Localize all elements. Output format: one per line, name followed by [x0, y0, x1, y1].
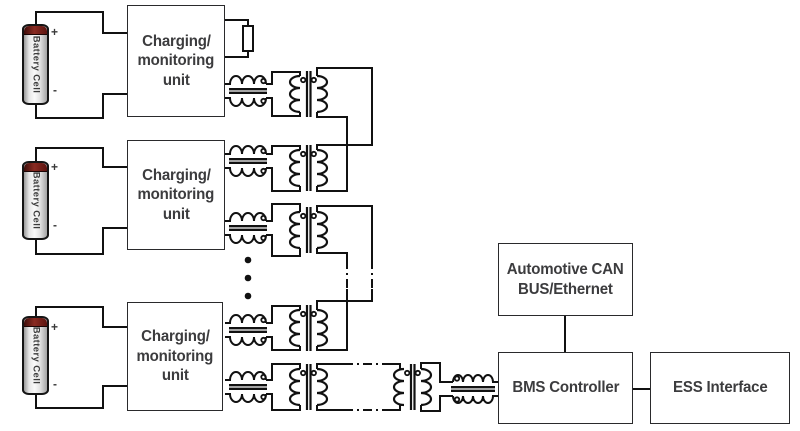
- v-transformer-5: [288, 364, 329, 410]
- charging-unit-line: unit: [161, 367, 189, 385]
- extended-link: [316, 363, 404, 411]
- battery-cap-icon: [24, 318, 47, 327]
- charging-unit-box-2: Charging/ monitoring unit: [127, 140, 225, 250]
- charging-unit-line: unit: [162, 205, 190, 223]
- charging-unit-line: monitoring: [137, 186, 215, 204]
- battery-2-wires: [35, 147, 127, 255]
- bms-controller-label: BMS Controller: [512, 379, 619, 397]
- ess-interface-label: ESS Interface: [672, 379, 768, 397]
- charging-unit-box-1: Charging/ monitoring unit: [127, 5, 225, 117]
- h-transformer-2b: [225, 212, 267, 244]
- h-transformer-2a: [225, 145, 267, 177]
- h-transformer-bms: [451, 374, 498, 404]
- minus-sign-2: -: [53, 218, 57, 232]
- h-transformer-1: [225, 75, 267, 107]
- battery-label-wrap: Battery Cell: [24, 318, 47, 393]
- h-transformer-3a: [225, 314, 267, 346]
- ellipsis-dots: [244, 256, 252, 300]
- can-bus-line: BUS/Ethernet: [518, 280, 613, 298]
- battery-cap-icon: [24, 26, 47, 35]
- v-transformer-4: [288, 305, 329, 351]
- battery-3-wires: [35, 306, 127, 409]
- bms-side-connectors: [420, 362, 453, 412]
- charging-unit-line: unit: [162, 71, 190, 89]
- charging-unit-line: Charging/: [141, 166, 211, 184]
- battery-cell-3: Battery Cell: [22, 316, 49, 395]
- bms-controller-box: BMS Controller: [498, 352, 633, 424]
- plus-sign-2: +: [51, 160, 59, 174]
- battery-cell-2: Battery Cell: [22, 161, 49, 240]
- plus-sign-3: +: [51, 320, 59, 334]
- v-transformer-2: [288, 145, 329, 191]
- battery-cap-icon: [24, 163, 47, 172]
- charging-unit-box-3: Charging/ monitoring unit: [127, 302, 223, 411]
- box-links: [564, 316, 650, 390]
- minus-sign-1: -: [53, 83, 57, 97]
- charging-unit-line: monitoring: [136, 347, 214, 365]
- ess-interface-box: ESS Interface: [650, 352, 790, 424]
- battery-1-wires: [35, 11, 127, 119]
- battery-label: Battery Cell: [30, 326, 42, 385]
- battery-cell-1: Battery Cell: [22, 24, 49, 105]
- v-transformer-1: [288, 71, 329, 117]
- battery-label-wrap: Battery Cell: [24, 163, 47, 238]
- h-transformer-3b: [225, 371, 267, 403]
- plus-sign-1: +: [51, 25, 59, 39]
- v-transformer-6: [392, 364, 433, 410]
- can-bus-line: Automotive CAN: [507, 260, 624, 278]
- charging-unit-line: Charging/: [141, 32, 211, 50]
- can-bus-box: Automotive CAN BUS/Ethernet: [498, 243, 633, 316]
- primary-connectors: [266, 71, 301, 411]
- battery-label: Battery Cell: [30, 35, 42, 94]
- charging-unit-line: monitoring: [137, 52, 215, 70]
- charging-unit-line: Charging/: [140, 328, 210, 346]
- minus-sign-3: -: [53, 377, 57, 391]
- daisy-chain-bus: [316, 67, 373, 351]
- battery-label: Battery Cell: [30, 171, 42, 230]
- shunt-resistor: [225, 19, 254, 58]
- battery-label-wrap: Battery Cell: [24, 26, 47, 103]
- v-transformer-3: [288, 207, 329, 253]
